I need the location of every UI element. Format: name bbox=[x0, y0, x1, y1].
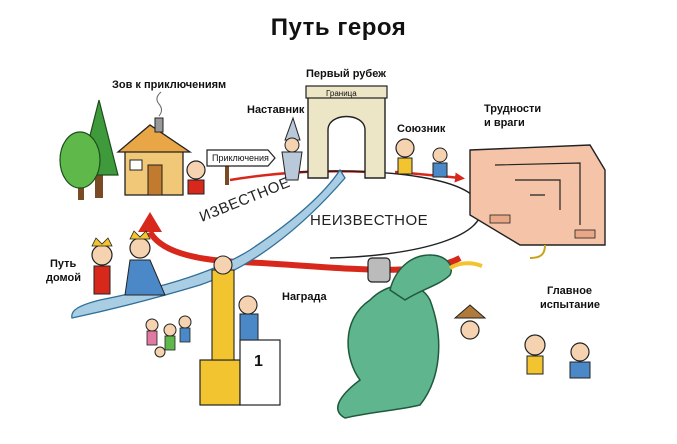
return-figures bbox=[91, 230, 166, 296]
label-ordeal-1: Главное bbox=[547, 285, 593, 297]
threshold-gate bbox=[305, 85, 388, 179]
crowd bbox=[145, 315, 192, 358]
signpost-label: Приключения bbox=[212, 153, 269, 163]
ally-figure bbox=[395, 138, 448, 178]
label-ally: Союзник bbox=[397, 123, 446, 135]
label-mentor: Наставник bbox=[247, 104, 305, 116]
zone-unknown-label: НЕИЗВЕСТНОЕ bbox=[310, 212, 429, 229]
podium-number: 1 bbox=[254, 353, 263, 370]
label-ordeal-2: испытание bbox=[540, 299, 600, 311]
hero-figure bbox=[186, 160, 206, 195]
river-icon bbox=[71, 168, 346, 319]
label-trials-1: Трудности bbox=[484, 103, 542, 115]
maze-icon bbox=[469, 144, 606, 259]
label-trials-2: и враги bbox=[484, 117, 525, 129]
signpost-icon bbox=[206, 149, 276, 185]
threshold-sign-label: Граница bbox=[326, 89, 357, 98]
label-threshold: Первый рубеж bbox=[306, 68, 386, 80]
cycle-arrow-head bbox=[138, 212, 162, 232]
dragon-icon bbox=[337, 254, 487, 419]
mentor-wizard bbox=[281, 116, 303, 181]
upper-arc-arrow bbox=[229, 166, 375, 182]
label-call: Зов к приключениям bbox=[112, 79, 227, 91]
page-title: Путь героя bbox=[270, 14, 407, 41]
tree-icon bbox=[59, 99, 119, 200]
label-reward: Награда bbox=[282, 291, 327, 303]
label-return-1: Путь bbox=[50, 258, 77, 270]
label-return-2: домой bbox=[46, 272, 82, 284]
reward-podium bbox=[199, 255, 281, 406]
ordeal-figures bbox=[524, 334, 591, 379]
house-icon bbox=[116, 91, 193, 196]
